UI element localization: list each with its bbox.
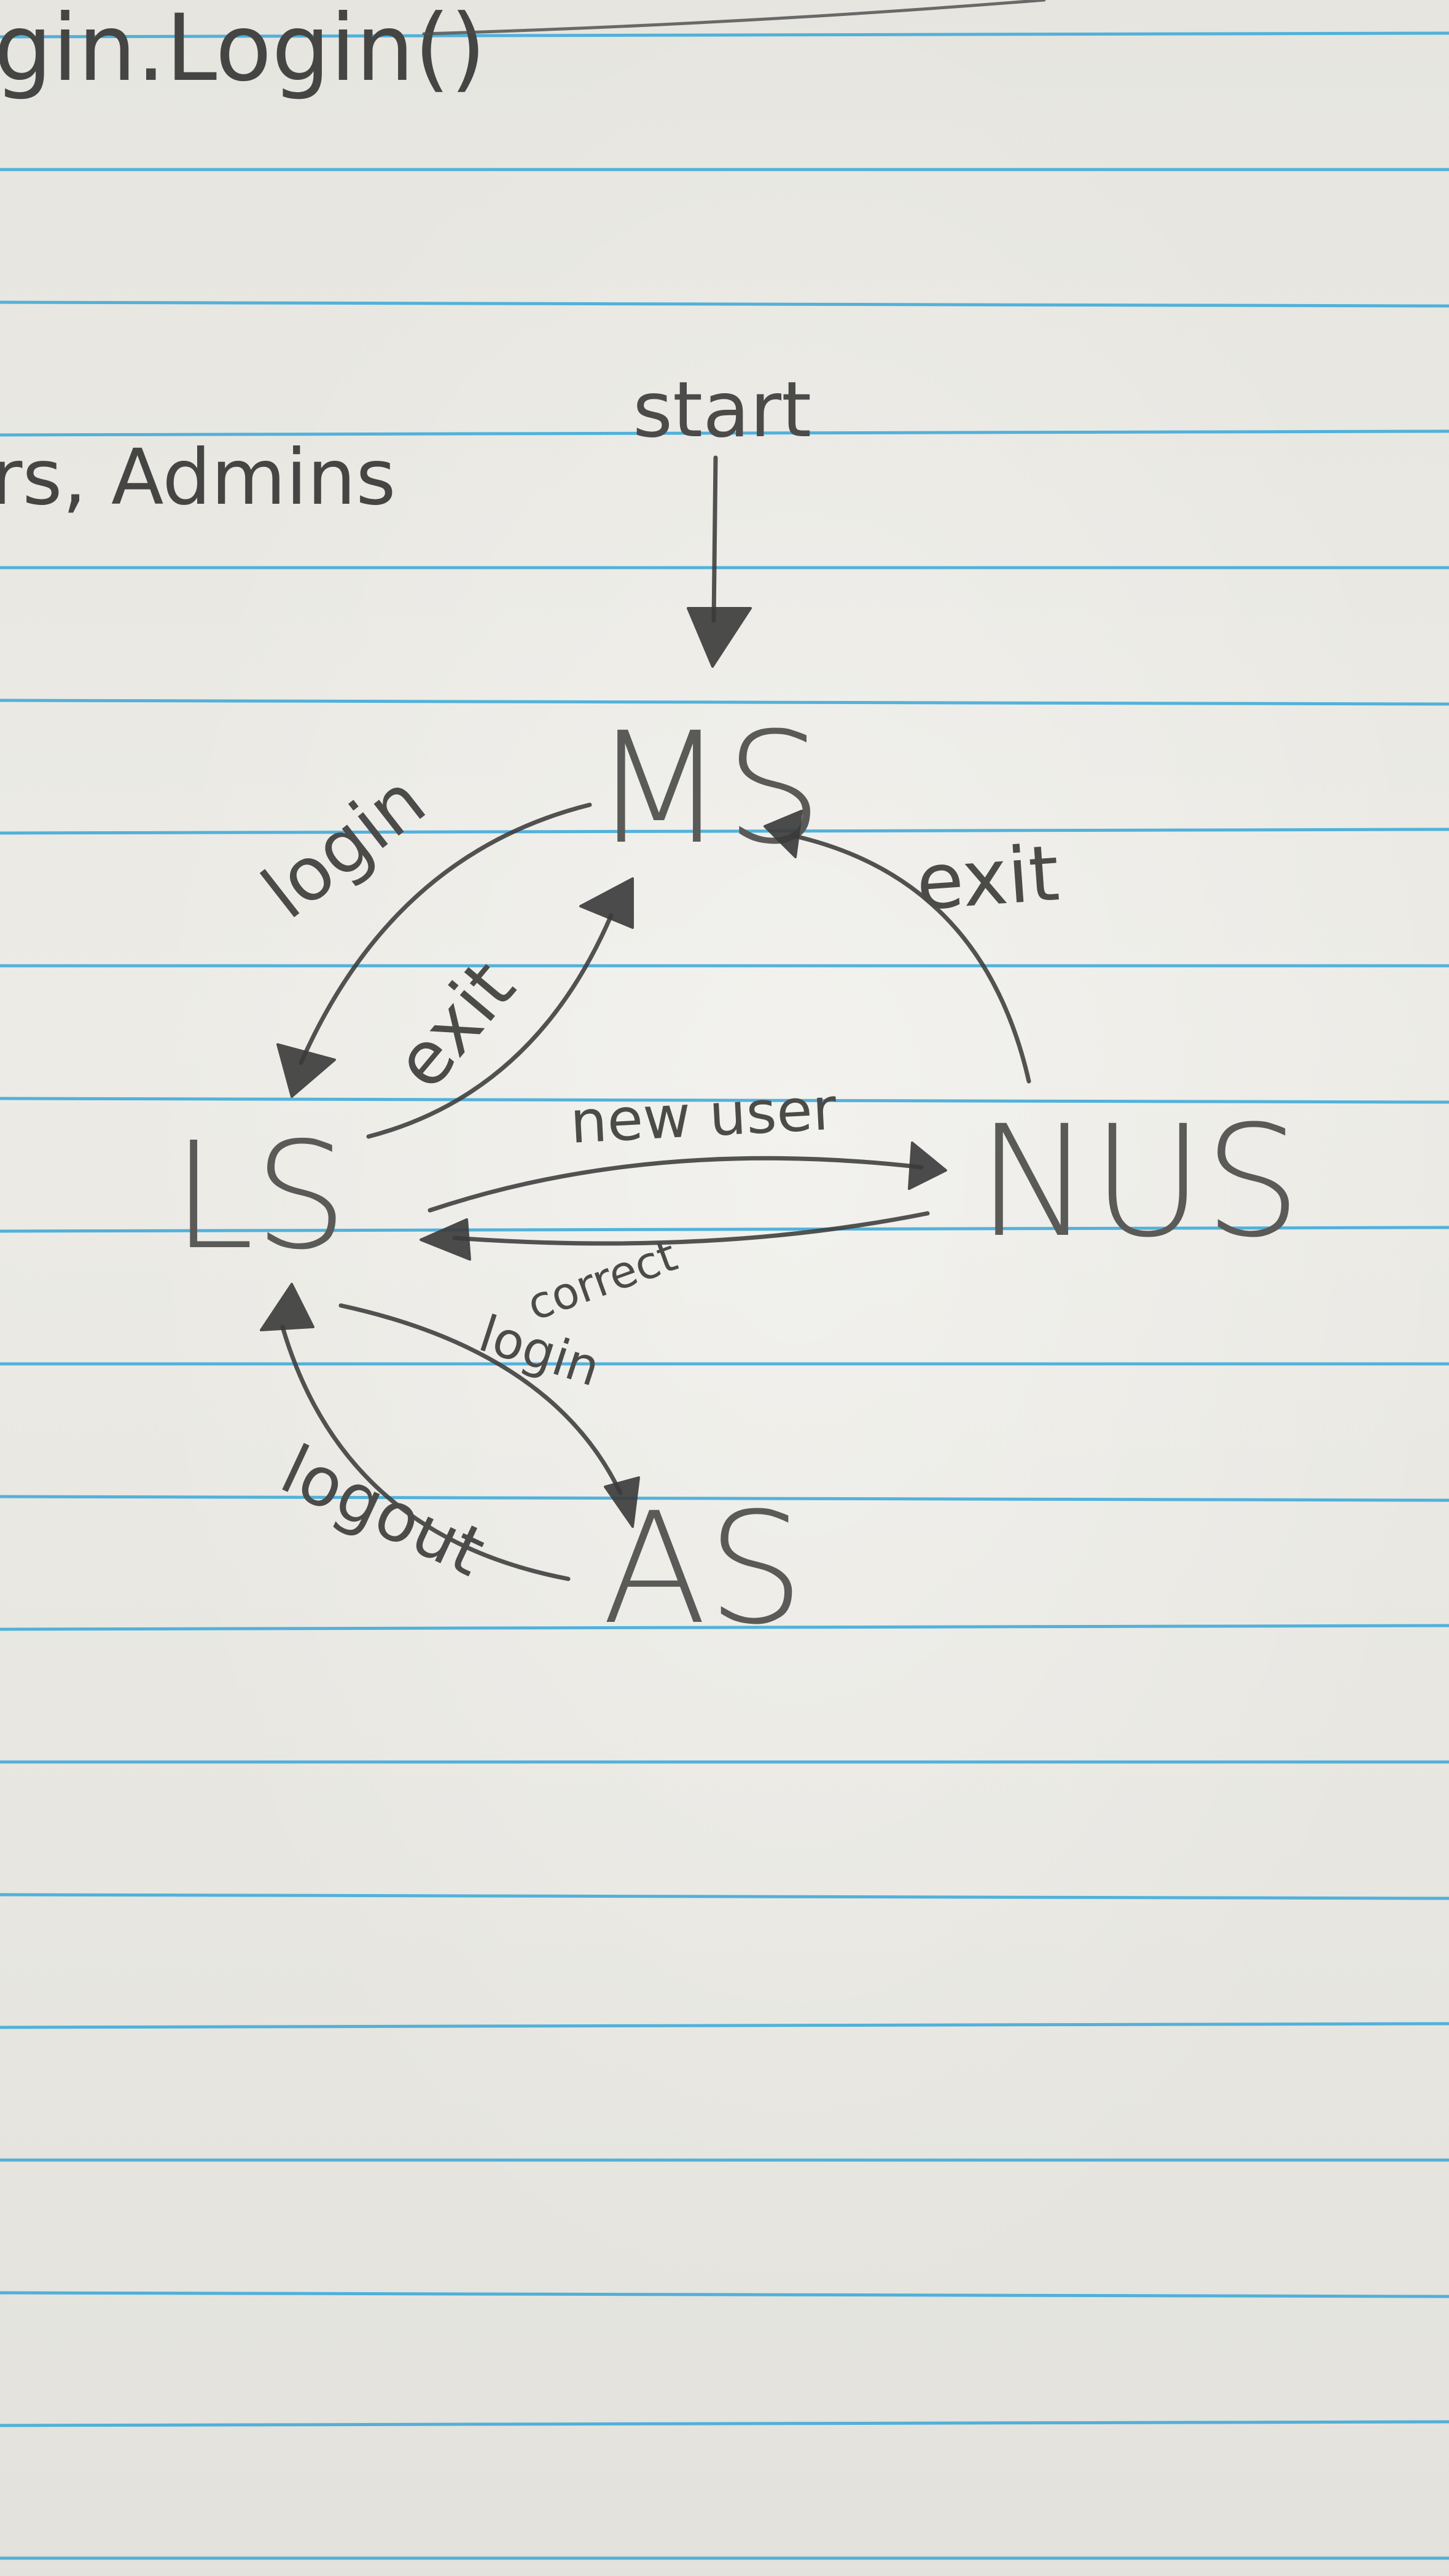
arrow-nus-to-ls-head [420,1218,471,1261]
ruled-line [0,1495,1449,1502]
ruled-line [0,2420,1449,2427]
arrow-ms-to-ls-head [276,1043,336,1098]
note-code-call: gin.Login() [0,0,486,102]
ruled-line [0,1226,1449,1233]
label-nus-to-ms: exit [913,829,1062,928]
arrow-ls-to-as-shaft [338,1303,623,1495]
label-ms-to-ls: login [247,758,441,936]
arrow-start-head [687,607,752,668]
ruled-lines [0,31,1449,2560]
ruled-line [0,699,1449,706]
arrow-ls-to-nus-shaft [428,1156,924,1213]
label-as-to-ls: logout [270,1430,496,1592]
arrow-nus-to-ls-shaft [452,1211,930,1246]
ruled-line [0,2022,1449,2029]
note-underline-stroke [422,0,1046,36]
arrow-ls-to-ms-shaft [366,913,614,1139]
arrow-nus-to-ms-head [764,810,803,858]
ruled-line [0,31,1449,39]
label-ls-to-nus: new user [568,1075,838,1157]
arrow-nus-to-ms-shaft [790,833,1031,1084]
label-ls-to-ms: exit [378,945,532,1105]
arrow-as-to-ls-head [260,1283,314,1331]
state-ms: MS [593,699,822,878]
ruled-line [0,300,1449,308]
label-start: start [633,366,811,455]
note-roles: rs, Admins [0,433,396,522]
ruled-line [0,2291,1449,2298]
arrow-ls-to-as-head [604,1476,640,1528]
ruled-line [0,1097,1449,1104]
arrow-ls-to-ms-head [579,877,634,929]
ruled-line [0,1893,1449,1900]
arrow-ms-to-ls-shaft [299,802,592,1065]
ruled-line [0,828,1449,835]
ruled-line [0,429,1449,437]
ruled-line [0,1624,1449,1631]
state-ls: LS [172,1110,348,1282]
arrow-ls-to-nus-head [908,1141,947,1190]
arrow-as-to-ls-shaft [280,1325,571,1581]
arrow-start-shaft [711,455,718,623]
state-nus: NUS [977,1092,1302,1271]
